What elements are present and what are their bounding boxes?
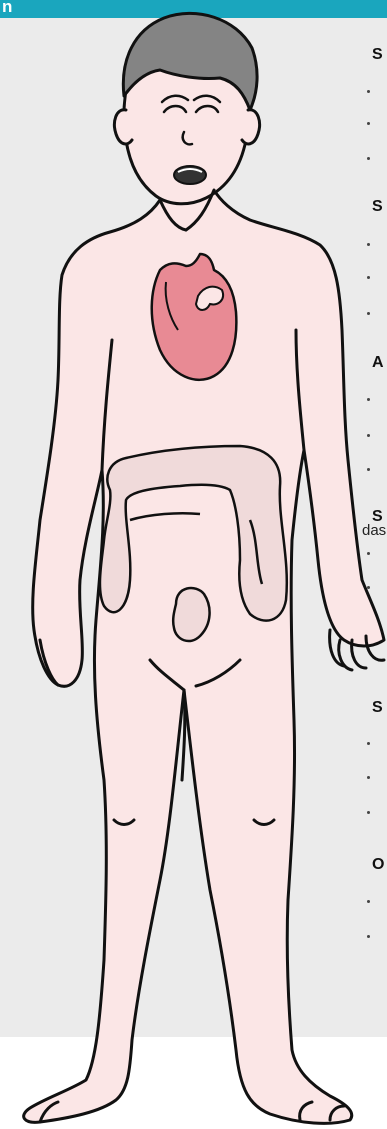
- child-body-illustration: [0, 0, 387, 1129]
